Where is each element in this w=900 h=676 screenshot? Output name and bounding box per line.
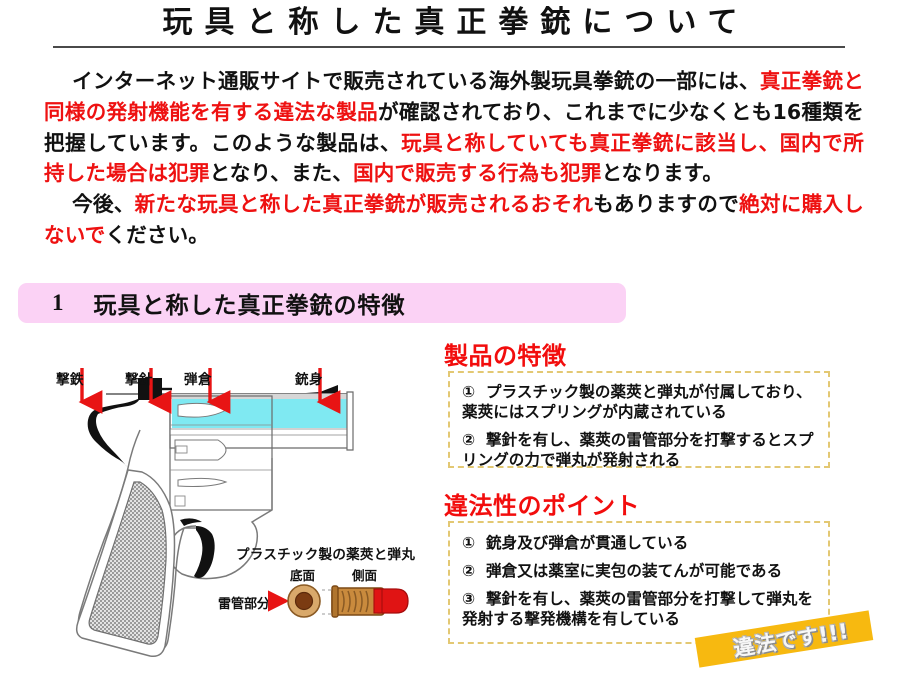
intro-p1-seg4: 玩具と称していても真正拳銃に該当し、国内で所持した場合は犯罪 bbox=[44, 130, 865, 186]
section-1-bar: 1 玩具と称した真正拳銃の特徴 bbox=[18, 283, 626, 323]
intro-p2-seg2: 新たな玩具と称した真正拳銃が販売されるおそれ bbox=[134, 192, 594, 216]
page-title: 玩具と称した真正拳銃について bbox=[162, 5, 750, 40]
illegality-item-3-text: 撃針を有し、薬莢の雷管部分を打撃して弾丸を発射する撃発機構を有している bbox=[462, 590, 814, 629]
intro-p1-seg3: が確認されており、これまでに少なくとも16種類を把握しています。このような製品は… bbox=[44, 99, 865, 155]
features-item-2-marker: ② bbox=[462, 431, 476, 450]
features-item-1-marker: ① bbox=[462, 383, 476, 401]
intro-p2-seg4: 絶対に購入しないで bbox=[44, 192, 864, 247]
illegality-item-2-marker: ② bbox=[462, 562, 476, 581]
illegality-item-2: ② 弾倉又は薬室に実包の装てんが可能である bbox=[462, 561, 816, 581]
features-item-2-text: 撃針を有し、薬莢の雷管部分を打撃するとスプリングの力で弾丸が発射される bbox=[462, 431, 814, 470]
illegality-item-1-text: 銃身及び弾倉が貫通している bbox=[486, 534, 689, 552]
intro-p1-seg6: 国内で販売する行為も犯罪 bbox=[353, 161, 602, 186]
revolver-diagram: 撃鉄 撃針 弾倉 銃身 bbox=[20, 330, 440, 660]
section-1-heading: 玩具と称した真正拳銃の特徴 bbox=[93, 293, 406, 319]
intro-p1-seg2: 真正拳銃と同様の発射機能を有する違法な製品 bbox=[44, 69, 865, 124]
section-1-number: 1 bbox=[52, 290, 64, 315]
features-heading: 製品の特徴 bbox=[444, 342, 567, 370]
cartridge-view-bottom-label: 底面 bbox=[290, 568, 316, 583]
intro-paragraph-1: インターネット通販サイトで販売されている海外製玩具拳銃の一部には、真正拳銃と同様… bbox=[44, 66, 864, 189]
cartridge-caption: プラスチック製の薬莢と弾丸 bbox=[236, 547, 416, 563]
features-item-1-text: プラスチック製の薬莢と弾丸が付属しており、薬莢にはスプリングが内蔵されている bbox=[462, 383, 812, 422]
primer-label: 雷管部分 bbox=[218, 597, 271, 612]
intro-p1-seg1: インターネット通販サイトで販売されている海外製玩具拳銃の一部には、 bbox=[72, 69, 760, 93]
illegality-item-1-marker: ① bbox=[462, 534, 476, 552]
title-underline bbox=[53, 46, 845, 48]
illegality-item-3-marker: ③ bbox=[462, 590, 476, 609]
part-label-barrel: 銃身 bbox=[295, 372, 323, 388]
cartridge-illustration bbox=[266, 578, 418, 630]
illegality-item-2-text: 弾倉又は薬室に実包の装てんが可能である bbox=[486, 562, 783, 581]
part-label-cylinder: 弾倉 bbox=[184, 372, 212, 388]
intro-p2-seg3: もありますので bbox=[593, 192, 740, 216]
intro-p2-seg5: ください。 bbox=[105, 222, 209, 247]
intro-p1-seg5: となり、また、 bbox=[209, 161, 354, 186]
intro-text: インターネット通販サイトで販売されている海外製玩具拳銃の一部には、真正拳銃と同様… bbox=[44, 66, 864, 251]
illegality-heading: 違法性のポイント bbox=[444, 492, 640, 520]
intro-paragraph-2: 今後、新たな玩具と称した真正拳銃が販売されるおそれもありますので絶対に購入しない… bbox=[44, 189, 864, 251]
part-label-hammer: 撃鉄 bbox=[56, 372, 84, 388]
intro-p1-seg7: となります。 bbox=[601, 161, 724, 186]
illegality-item-1: ① 銃身及び弾倉が貫通している bbox=[462, 533, 816, 553]
cartridge-view-side-label: 側面 bbox=[352, 568, 378, 583]
page-title-wrapper: 玩具と称した真正拳銃について bbox=[0, 5, 900, 41]
intro-p2-seg1: 今後、 bbox=[72, 192, 135, 216]
part-label-firing-pin: 撃針 bbox=[125, 372, 153, 388]
